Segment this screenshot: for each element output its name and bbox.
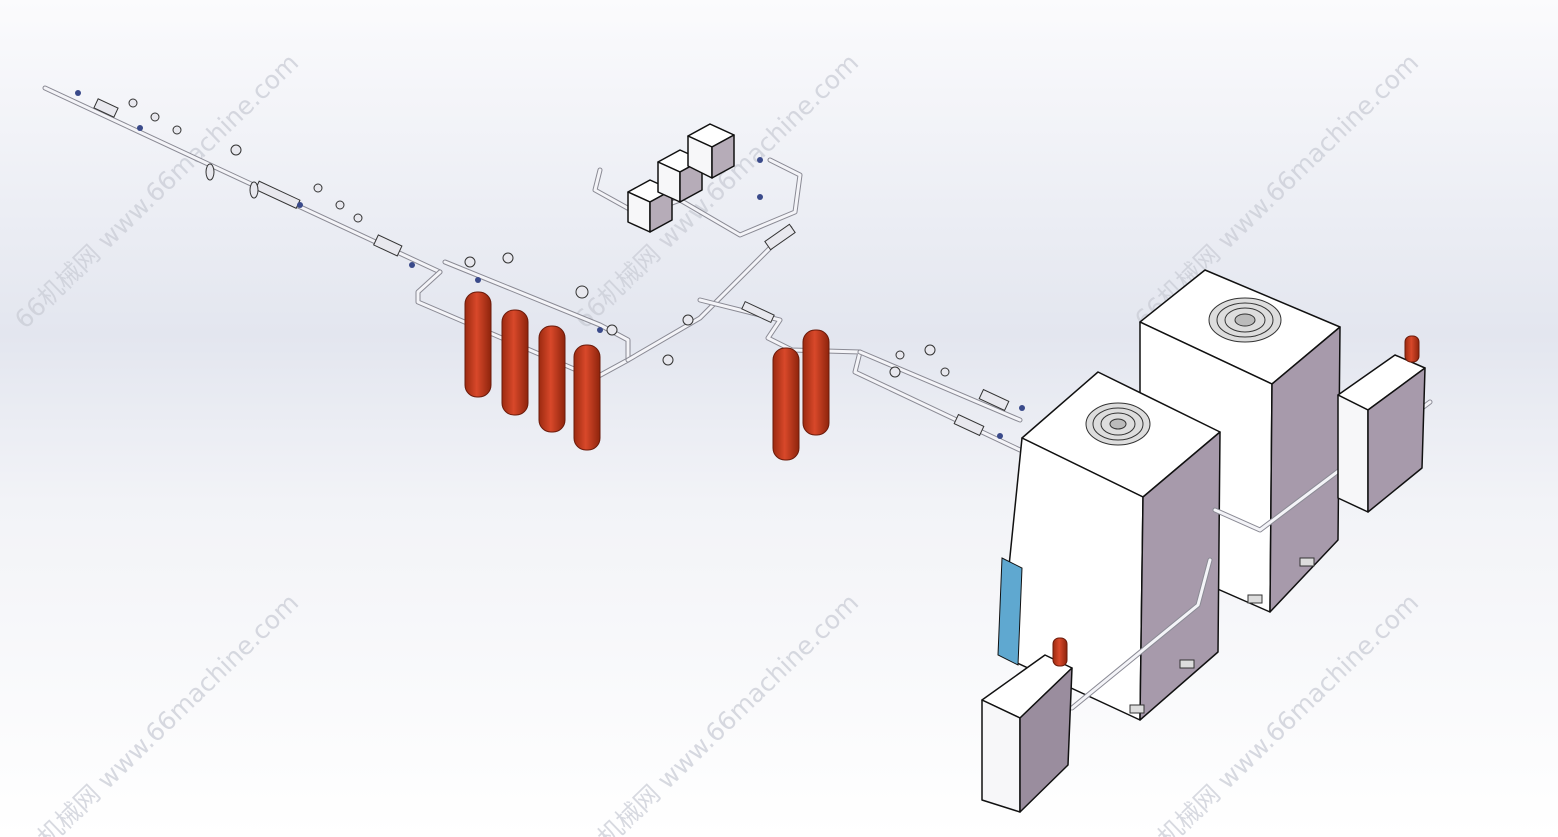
- fan-icon: [1085, 402, 1151, 446]
- gas-cylinder[interactable]: [1404, 335, 1420, 363]
- control-box-assembly[interactable]: [592, 123, 803, 251]
- gas-cylinder[interactable]: [464, 291, 492, 398]
- gas-cylinder[interactable]: [772, 347, 800, 461]
- control-box[interactable]: [687, 123, 735, 179]
- cabinet-front[interactable]: [997, 371, 1315, 721]
- side-box-right[interactable]: [1337, 335, 1426, 513]
- accent-panel: [997, 557, 1023, 666]
- gas-cylinders-right[interactable]: [772, 329, 830, 461]
- gas-cylinder[interactable]: [501, 309, 529, 416]
- gas-cylinder[interactable]: [802, 329, 830, 436]
- gas-cylinder[interactable]: [538, 325, 566, 433]
- gas-cylinders-left[interactable]: [464, 291, 601, 451]
- fan-icon: [1208, 297, 1282, 343]
- side-box-left[interactable]: [981, 637, 1073, 813]
- gas-cylinder[interactable]: [573, 344, 601, 451]
- pipeline-fittings: [75, 90, 415, 268]
- gas-cylinder[interactable]: [1052, 637, 1068, 667]
- main-pipeline[interactable]: [42, 85, 443, 275]
- left-manifold[interactable]: [415, 225, 793, 381]
